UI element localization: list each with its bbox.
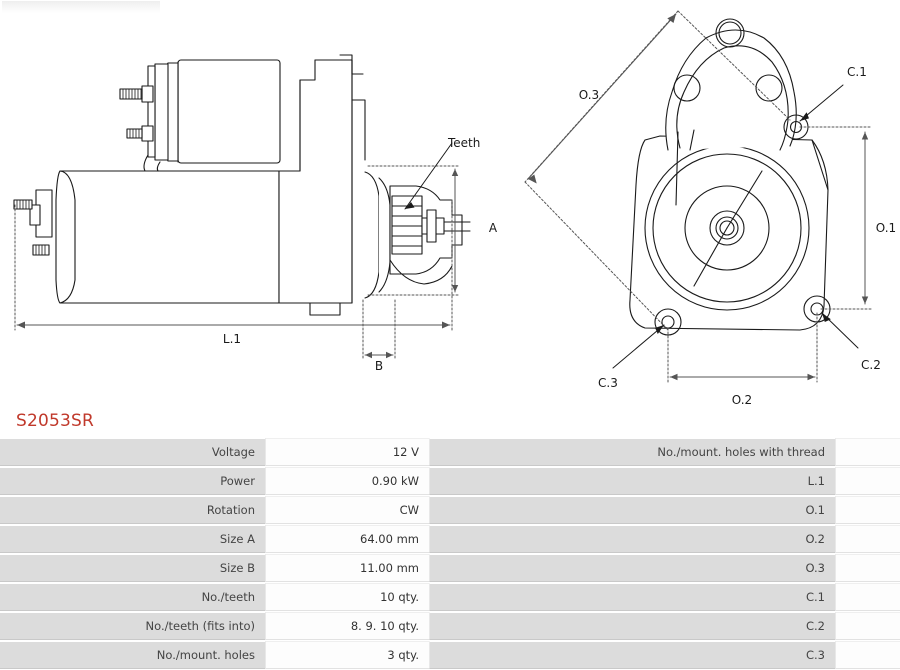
table-row: C.3 M8x1.25 mm — [512, 641, 900, 669]
spec-value: 64.00 mm — [265, 525, 429, 553]
spec-value: 3 qty. — [265, 641, 429, 669]
label-size-b: B — [375, 359, 383, 373]
table-row: O.3 75.00 mm — [512, 554, 900, 582]
table-row: No./mount. holes with thread 1 qty. — [512, 438, 900, 466]
spec-label: C.3 — [512, 641, 835, 669]
label-teeth: Teeth — [447, 136, 480, 150]
spec-spacer — [429, 467, 512, 495]
spec-table-right: No./mount. holes with thread 1 qty. L.1 … — [512, 437, 900, 670]
spec-label: L.1 — [512, 467, 835, 495]
spec-label: No./teeth — [0, 583, 265, 611]
spec-label: O.2 — [512, 525, 835, 553]
spec-label: Rotation — [0, 496, 265, 524]
spec-value: 9.00 mm — [835, 612, 900, 640]
spec-label: C.2 — [512, 612, 835, 640]
spec-label: No./teeth (fits into) — [0, 612, 265, 640]
table-row: No./mount. holes 3 qty. — [0, 641, 512, 669]
spec-label: No./mount. holes with thread — [512, 438, 835, 466]
spec-spacer — [429, 612, 512, 640]
table-row: Power 0.90 kW — [0, 467, 512, 495]
table-row: No./teeth 10 qty. — [0, 583, 512, 611]
spec-spacer — [429, 583, 512, 611]
spec-value: 194.00 mm — [835, 467, 900, 495]
spec-value: 75.00 mm — [835, 554, 900, 582]
spec-table-left: Voltage 12 V Power 0.90 kW Rotation CW S… — [0, 437, 512, 670]
spec-table-right-body: No./mount. holes with thread 1 qty. L.1 … — [512, 438, 900, 669]
spec-label: Power — [0, 467, 265, 495]
end-view-body — [629, 18, 831, 336]
spec-spacer — [429, 438, 512, 466]
table-row: O.2 108.50 mm — [512, 525, 900, 553]
spec-value: 1 qty. — [835, 438, 900, 466]
label-c2: C.2 — [861, 358, 881, 372]
spec-value: 8. 9. 10 qty. — [265, 612, 429, 640]
spec-spacer — [429, 496, 512, 524]
label-o3: O.3 — [579, 88, 599, 102]
end-view-dimensions — [524, 10, 873, 383]
table-row: Size A 64.00 mm — [0, 525, 512, 553]
spec-value: 108.50 mm — [835, 525, 900, 553]
table-row: C.1 6.50 mm — [512, 583, 900, 611]
table-row: Voltage 12 V — [0, 438, 512, 466]
spec-spacer — [429, 525, 512, 553]
spec-table-left-body: Voltage 12 V Power 0.90 kW Rotation CW S… — [0, 438, 512, 669]
spec-value: 10 qty. — [265, 583, 429, 611]
spec-label: O.3 — [512, 554, 835, 582]
table-row: L.1 194.00 mm — [512, 467, 900, 495]
spec-label: O.1 — [512, 496, 835, 524]
technical-drawings: Teeth A B L.1 O.1 O.2 O.3 C.1 C.2 C.3 — [13, 10, 896, 405]
spec-value: 12 V — [265, 438, 429, 466]
spec-spacer — [429, 554, 512, 582]
label-c3: C.3 — [598, 376, 618, 390]
specifications-area: Voltage 12 V Power 0.90 kW Rotation CW S… — [0, 437, 900, 670]
side-view-dimensions — [14, 142, 461, 359]
spec-label: C.1 — [512, 583, 835, 611]
spec-label: Size A — [0, 525, 265, 553]
spec-value: 0.90 kW — [265, 467, 429, 495]
spec-label: Voltage — [0, 438, 265, 466]
side-view-body — [13, 54, 471, 316]
label-c1: C.1 — [847, 65, 867, 79]
label-o2: O.2 — [732, 393, 752, 405]
spec-value: 11.00 mm — [265, 554, 429, 582]
table-row: Size B 11.00 mm — [0, 554, 512, 582]
spec-value: 75.00 mm — [835, 496, 900, 524]
table-row: C.2 9.00 mm — [512, 612, 900, 640]
spec-value: CW — [265, 496, 429, 524]
spec-spacer — [429, 641, 512, 669]
spec-label: Size B — [0, 554, 265, 582]
table-row: Rotation CW — [0, 496, 512, 524]
label-size-a: A — [489, 221, 498, 235]
spec-label: No./mount. holes — [0, 641, 265, 669]
table-row: No./teeth (fits into) 8. 9. 10 qty. — [0, 612, 512, 640]
scan-artifact — [2, 1, 160, 13]
spec-value: M8x1.25 mm — [835, 641, 900, 669]
spec-value: 6.50 mm — [835, 583, 900, 611]
product-code-title: S2053SR — [16, 411, 95, 431]
label-l1: L.1 — [223, 332, 241, 346]
label-o1: O.1 — [876, 221, 896, 235]
table-row: O.1 75.00 mm — [512, 496, 900, 524]
